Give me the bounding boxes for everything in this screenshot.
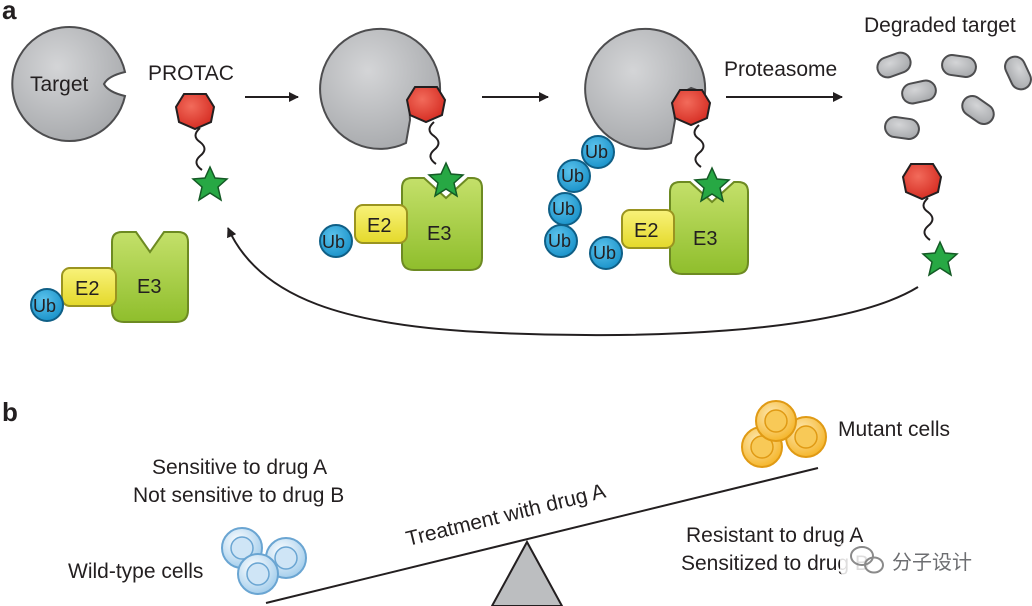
ub-label-3d: Ub — [548, 231, 571, 251]
wild-type-cells — [221, 527, 307, 595]
ub-label-3c: Ub — [552, 199, 575, 219]
ub-label: Ub — [33, 296, 56, 316]
wechat-icon — [850, 546, 884, 574]
sensitive-a-label: Sensitive to drug A — [152, 456, 327, 479]
sensitized-b-label: Sensitized to drug B — [681, 552, 869, 575]
mutant-cells-label: Mutant cells — [838, 418, 950, 441]
panel-b-label: b — [2, 397, 18, 427]
seesaw-beam — [265, 467, 819, 604]
degraded-fragments — [876, 51, 1032, 140]
panel-a-label: a — [2, 0, 17, 25]
watermark: 分子设计 — [840, 542, 1002, 576]
e2-label: E2 — [75, 278, 99, 300]
resistant-a-label: Resistant to drug A — [686, 524, 863, 547]
ternary-complex — [319, 27, 483, 271]
e3-label: E3 — [137, 276, 161, 298]
proteasome-label: Proteasome — [724, 58, 837, 81]
mutant-cells — [741, 400, 827, 468]
ub-label-2: Ub — [322, 232, 345, 252]
e3-label-2: E3 — [427, 223, 451, 245]
ub-e2-e3-complex — [30, 231, 189, 323]
ubiquitinated-complex — [544, 27, 749, 275]
protac-label: PROTAC — [148, 62, 234, 85]
watermark-text: 分子设计 — [892, 551, 972, 574]
wild-type-label: Wild-type cells — [68, 560, 203, 583]
ub-label-3a: Ub — [585, 142, 608, 162]
recycled-protac — [902, 163, 958, 276]
target-protein — [11, 26, 127, 142]
degraded-target-label: Degraded target — [864, 14, 1016, 37]
seesaw-fulcrum — [490, 539, 564, 606]
not-sensitive-b-label: Not sensitive to drug B — [133, 484, 344, 507]
ub-label-3e: Ub — [593, 243, 616, 263]
e2-label-3: E2 — [634, 220, 658, 242]
target-label: Target — [30, 73, 89, 96]
e3-label-3: E3 — [693, 228, 717, 250]
protac-molecule — [175, 93, 228, 201]
recycle-arrow — [227, 227, 919, 337]
e2-label-2: E2 — [367, 215, 391, 237]
treatment-label: Treatment with drug A — [404, 480, 608, 551]
ub-label-3b: Ub — [561, 166, 584, 186]
